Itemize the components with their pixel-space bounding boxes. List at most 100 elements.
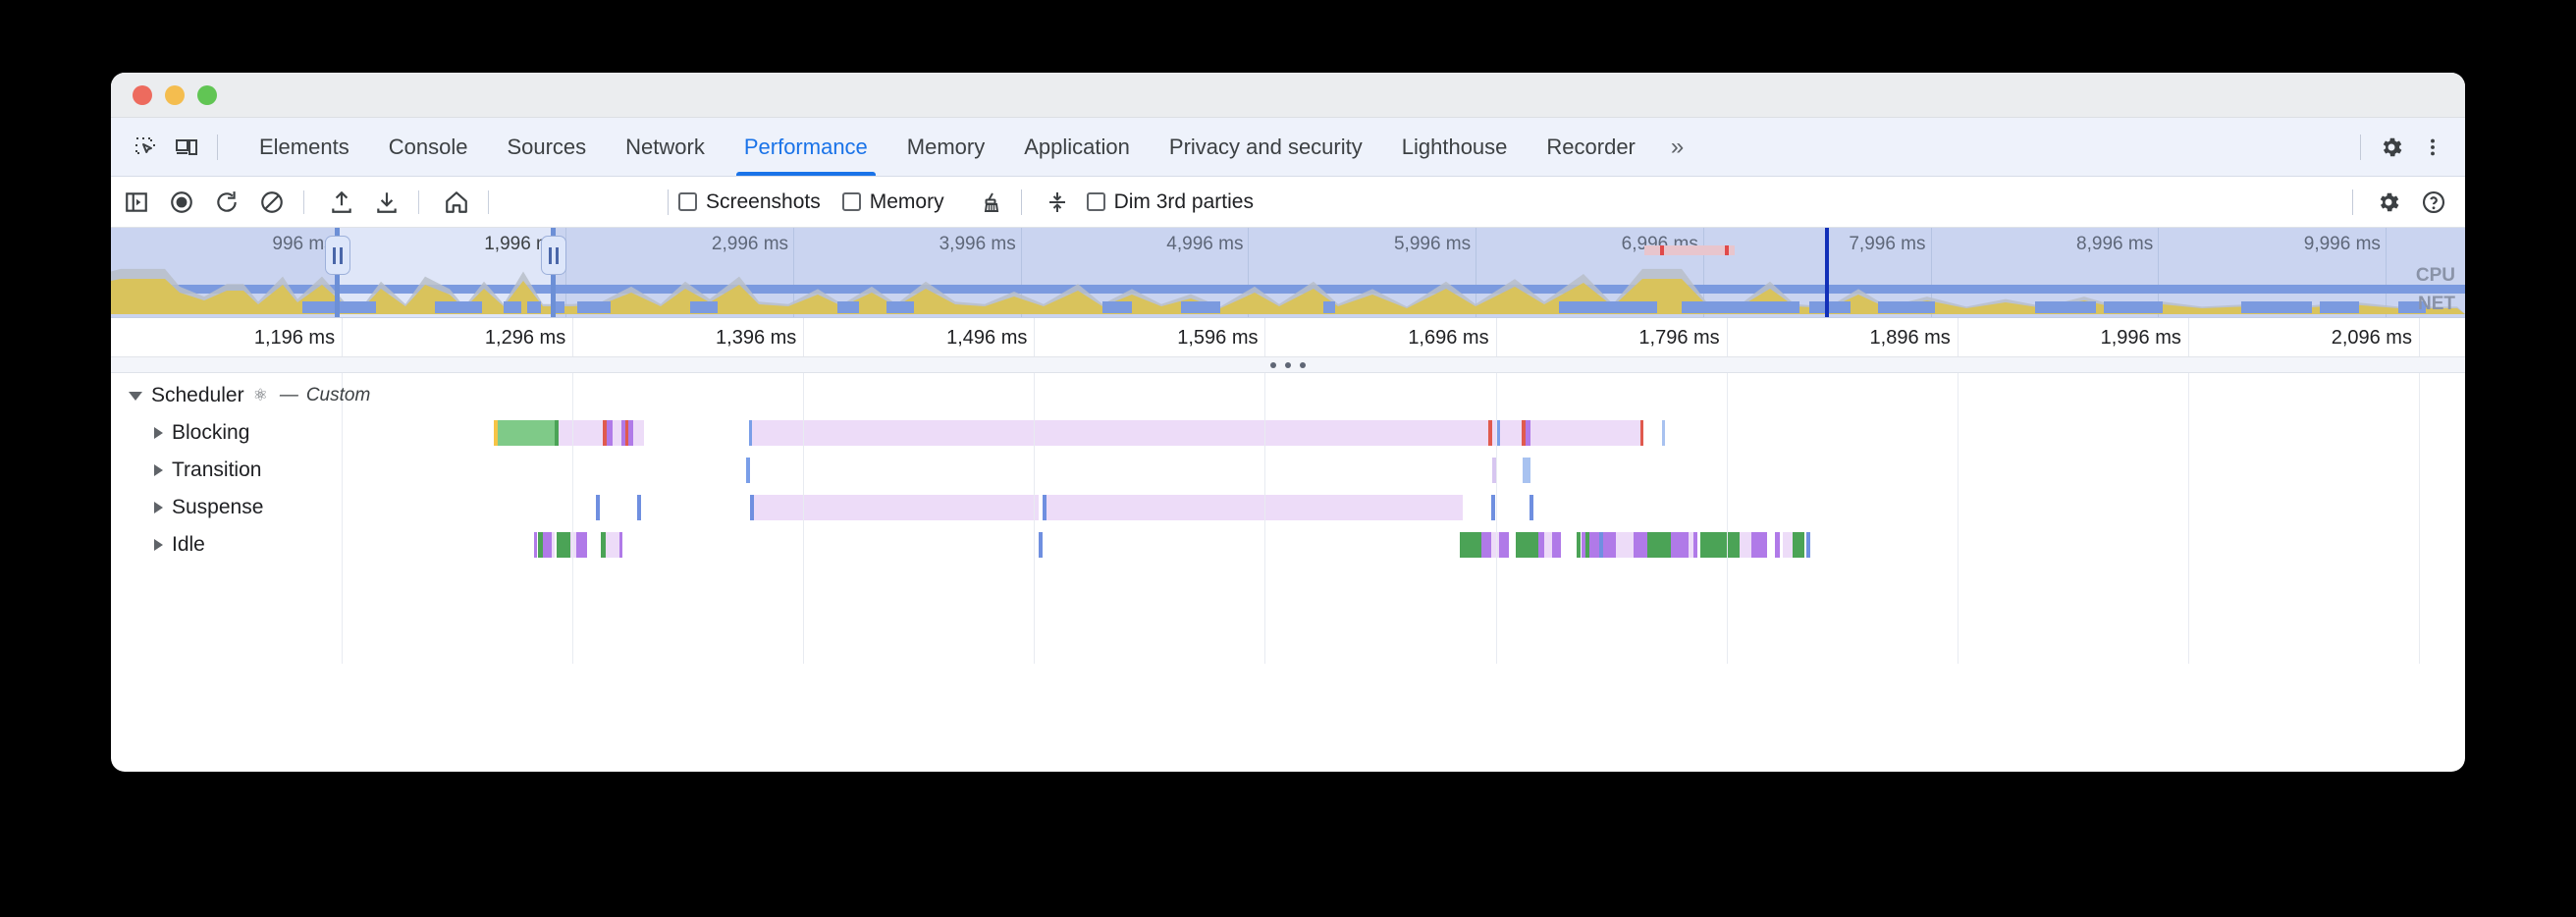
flame-event-block[interactable] [1647, 532, 1671, 558]
track-row-blocking[interactable]: Blocking [111, 414, 2465, 452]
flame-event-block[interactable] [603, 420, 607, 446]
flame-event-block[interactable] [1492, 458, 1496, 483]
flame-event-block[interactable] [754, 495, 1039, 520]
flame-event-block[interactable] [1751, 532, 1767, 558]
flame-event-block[interactable] [1552, 532, 1561, 558]
flame-event-block[interactable] [1640, 420, 1643, 446]
tab-sources[interactable]: Sources [507, 134, 587, 159]
flame-event-block[interactable] [1599, 532, 1603, 558]
screenshots-checkbox-box[interactable] [678, 192, 697, 211]
flame-event-block[interactable] [1783, 532, 1793, 558]
flame-event-block[interactable] [557, 532, 570, 558]
flame-event-block[interactable] [1689, 532, 1693, 558]
flame-chart-tracks[interactable]: Scheduler ⚛ — Custom Blocking Transition [111, 373, 2465, 697]
flame-event-block[interactable] [1460, 532, 1481, 558]
flame-event-block[interactable] [1046, 495, 1463, 520]
chevron-right-icon[interactable] [154, 539, 163, 551]
flame-event-block[interactable] [1740, 532, 1751, 558]
flame-event-block[interactable] [1671, 532, 1689, 558]
flame-event-block[interactable] [534, 532, 537, 558]
flame-event-block[interactable] [1488, 420, 1492, 446]
flame-event-block[interactable] [1043, 495, 1046, 520]
flame-event-block[interactable] [555, 420, 559, 446]
flame-event-block[interactable] [1700, 532, 1740, 558]
flame-event-block[interactable] [628, 420, 633, 446]
flame-event-block[interactable] [613, 420, 621, 446]
chevron-right-icon[interactable] [154, 427, 163, 439]
toggle-sidebar-icon[interactable] [117, 183, 156, 222]
chevron-right-icon[interactable] [154, 502, 163, 513]
flame-event-block[interactable] [619, 532, 622, 558]
flame-event-block[interactable] [552, 532, 555, 558]
home-landing-page-icon[interactable] [437, 183, 476, 222]
track-row-suspense[interactable]: Suspense [111, 489, 2465, 526]
flame-event-block[interactable] [1585, 532, 1589, 558]
flame-event-block[interactable] [543, 532, 552, 558]
tab-console[interactable]: Console [388, 134, 468, 159]
track-group-scheduler-label[interactable]: Scheduler ⚛ — Custom [129, 377, 370, 414]
track-row-suspense-label[interactable]: Suspense [154, 489, 263, 526]
overview-playhead[interactable] [1825, 228, 1829, 317]
flame-event-block[interactable] [1491, 532, 1499, 558]
flame-event-block[interactable] [576, 532, 587, 558]
blocking-events[interactable] [263, 420, 2465, 446]
help-question-icon[interactable] [2414, 183, 2453, 222]
flame-event-block[interactable] [1616, 532, 1634, 558]
more-tabs-chevron-icon[interactable]: » [1670, 133, 1685, 160]
tab-privacy-and-security[interactable]: Privacy and security [1168, 134, 1363, 159]
flame-event-block[interactable] [1577, 532, 1581, 558]
reload-and-record-icon[interactable] [207, 183, 246, 222]
flame-event-block[interactable] [750, 495, 754, 520]
window-minimize-button[interactable] [165, 84, 185, 105]
more-options-kebab-icon[interactable] [2412, 127, 2453, 168]
flame-event-block[interactable] [1500, 420, 1522, 446]
flame-event-block[interactable] [1497, 420, 1500, 446]
memory-checkbox[interactable]: Memory [841, 190, 944, 214]
tab-memory[interactable]: Memory [906, 134, 986, 159]
track-row-idle-label[interactable]: Idle [154, 526, 205, 564]
flame-event-block[interactable] [752, 420, 1488, 446]
dim-3rd-parties-checkbox[interactable]: Dim 3rd parties [1086, 190, 1254, 214]
flame-event-block[interactable] [606, 532, 619, 558]
window-close-button[interactable] [133, 84, 152, 105]
collect-garbage-broom-icon[interactable] [972, 183, 1011, 222]
tab-network[interactable]: Network [625, 134, 705, 159]
collapse-tracks-icon[interactable] [1038, 183, 1077, 222]
transition-events[interactable] [263, 458, 2465, 483]
tab-lighthouse[interactable]: Lighthouse [1401, 134, 1508, 159]
inspect-element-icon[interactable] [125, 127, 166, 168]
flame-event-block[interactable] [494, 420, 498, 446]
device-toolbar-icon[interactable] [166, 127, 207, 168]
track-row-blocking-label[interactable]: Blocking [154, 414, 249, 452]
flame-event-block[interactable] [1775, 532, 1780, 558]
tab-performance[interactable]: Performance [724, 118, 887, 176]
clear-recording-icon[interactable] [252, 183, 292, 222]
flame-event-block[interactable] [633, 420, 644, 446]
flame-event-block[interactable] [1499, 532, 1509, 558]
flame-event-block[interactable] [637, 495, 641, 520]
download-profile-icon[interactable] [367, 183, 406, 222]
flame-event-block[interactable] [498, 420, 555, 446]
flame-event-block[interactable] [1693, 532, 1697, 558]
window-maximize-button[interactable] [197, 84, 217, 105]
capture-settings-gear-icon[interactable] [2369, 183, 2408, 222]
flame-event-block[interactable] [1039, 532, 1043, 558]
idle-events[interactable] [263, 532, 2465, 558]
flame-event-block[interactable] [559, 420, 603, 446]
flame-event-block[interactable] [625, 420, 628, 446]
flame-event-block[interactable] [1523, 458, 1530, 483]
track-row-transition-label[interactable]: Transition [154, 452, 261, 489]
suspense-events[interactable] [263, 495, 2465, 520]
tab-recorder[interactable]: Recorder [1546, 134, 1636, 159]
flame-event-block[interactable] [596, 495, 600, 520]
flame-event-block[interactable] [1530, 420, 1640, 446]
flame-event-block[interactable] [1538, 532, 1544, 558]
flame-event-block[interactable] [621, 420, 625, 446]
tab-elements[interactable]: Elements [259, 134, 349, 159]
upload-profile-icon[interactable] [322, 183, 361, 222]
flame-event-block[interactable] [1530, 495, 1533, 520]
dim-3rd-parties-checkbox-box[interactable] [1086, 192, 1105, 211]
flame-event-block[interactable] [1481, 532, 1491, 558]
flame-event-block[interactable] [1491, 495, 1495, 520]
